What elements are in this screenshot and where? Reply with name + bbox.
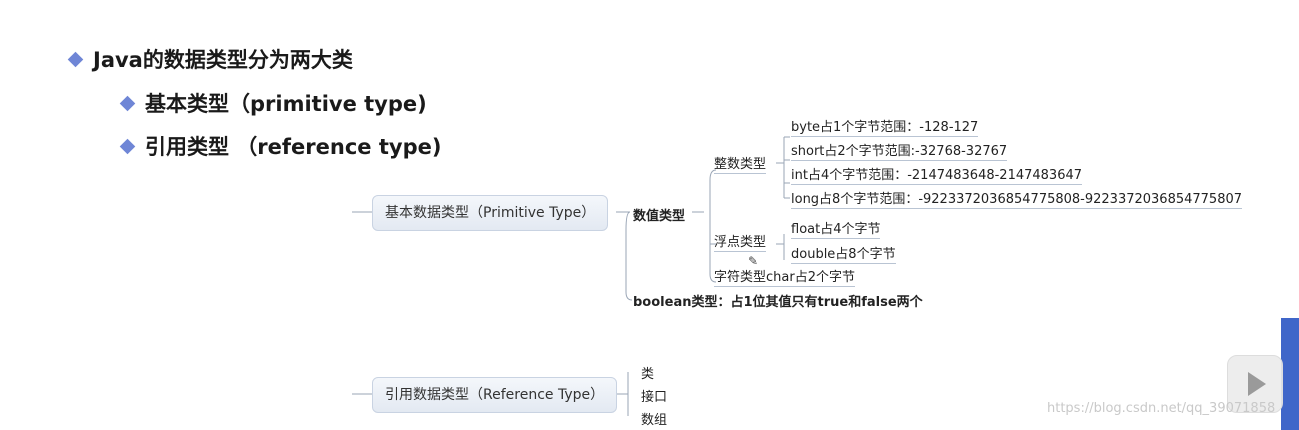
int-item-short: short占2个字节范围:-32768-32767 bbox=[791, 140, 1008, 161]
float-type-label: 浮点类型 bbox=[714, 231, 767, 252]
watermark: https://blog.csdn.net/qq_39071858 bbox=[1047, 401, 1276, 416]
primitive-heading: 基本类型（primitive type) bbox=[145, 92, 427, 116]
play-icon[interactable] bbox=[1227, 355, 1283, 413]
int-item-byte: byte占1个字节范围：-128-127 bbox=[791, 116, 979, 137]
main-heading: Java的数据类型分为两大类 bbox=[93, 48, 353, 72]
boolean-type-label: boolean类型：占1位其值只有true和false两个 bbox=[633, 295, 923, 310]
sub-bullet-primitive: 基本类型（primitive type) bbox=[119, 88, 427, 118]
int-item-int: int占4个字节范围：-2147483648-2147483647 bbox=[791, 164, 1083, 185]
reference-heading: 引用类型 （reference type) bbox=[145, 135, 442, 159]
numeric-type-label: 数值类型 bbox=[633, 209, 686, 224]
int-item-long: long占8个字节范围：-9223372036854775808-9223372… bbox=[791, 188, 1243, 209]
float-item-float: float占4个字节 bbox=[791, 218, 881, 239]
main-bullet: Java的数据类型分为两大类 bbox=[67, 44, 353, 74]
side-panel-edge bbox=[1281, 318, 1299, 430]
pencil-cursor-icon: ✎ bbox=[748, 254, 759, 268]
integer-type-label: 整数类型 bbox=[714, 153, 767, 174]
sub-bullet-reference: 引用类型 （reference type) bbox=[119, 131, 442, 161]
ref-item-class: 类 bbox=[641, 367, 655, 382]
reference-type-node: 引用数据类型（Reference Type） bbox=[372, 377, 618, 413]
ref-item-array: 数组 bbox=[641, 413, 668, 428]
ref-item-interface: 接口 bbox=[641, 390, 668, 405]
primitive-type-node: 基本数据类型（Primitive Type） bbox=[372, 195, 609, 231]
char-type-label: 字符类型char占2个字节 bbox=[714, 266, 855, 287]
float-item-double: double占8个字节 bbox=[791, 243, 896, 264]
